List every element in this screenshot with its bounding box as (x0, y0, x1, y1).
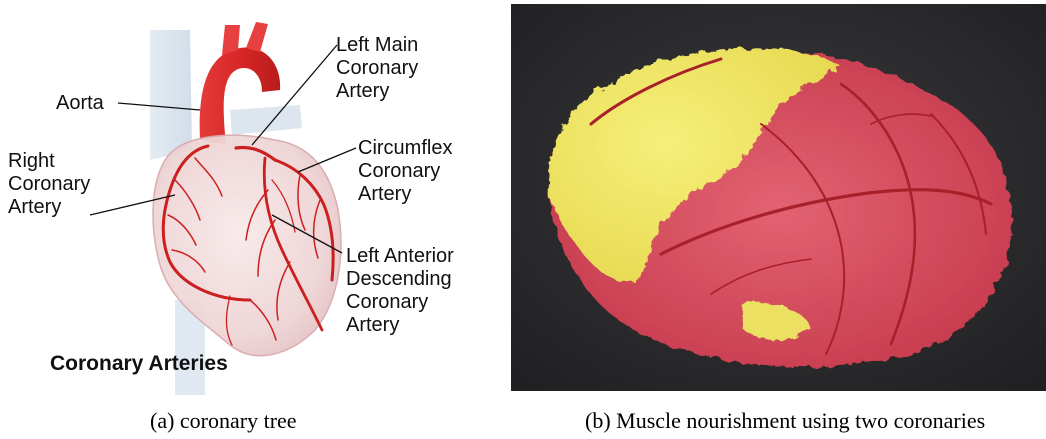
muscle-nourishment-photo (511, 4, 1046, 391)
pulmonary-vessel-shape (230, 105, 302, 135)
vena-cava-shape (150, 30, 192, 160)
left-main-coronary-label: Left Main Coronary Artery (336, 34, 418, 103)
cast-heart-image (511, 4, 1046, 391)
figure-title: Coronary Arteries (50, 352, 228, 376)
caption-b: (b) Muscle nourishment using two coronar… (585, 408, 985, 434)
caption-a: (a) coronary tree (150, 408, 297, 434)
right-coronary-label: Right Coronary Artery (8, 150, 90, 219)
aortic-branch-shape (246, 22, 268, 52)
circumflex-coronary-label: Circumflex Coronary Artery (358, 137, 452, 206)
aorta-label: Aorta (56, 92, 104, 115)
left-anterior-descending-label: Left Anterior Descending Coronary Artery (346, 245, 454, 337)
coronary-tree-figure: Left Main Coronary Artery Aorta Circumfl… (0, 0, 500, 395)
